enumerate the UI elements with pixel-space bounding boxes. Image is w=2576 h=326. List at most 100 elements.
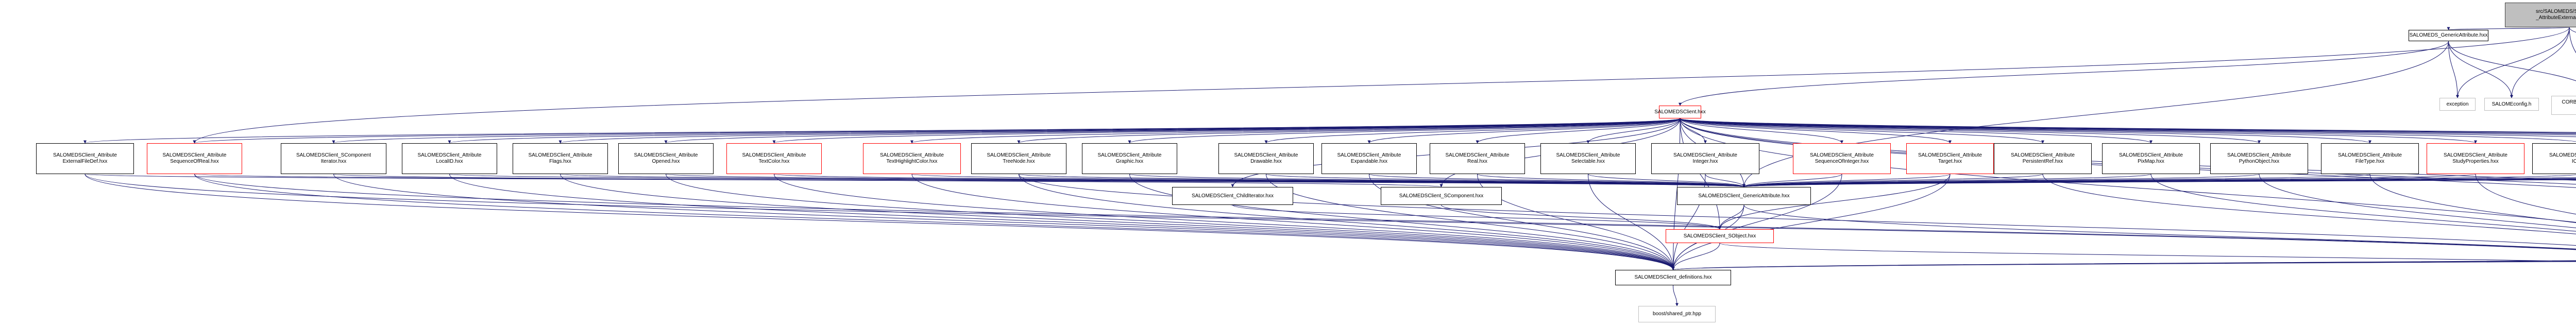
edge-client-to-a_pyobj — [1680, 118, 2261, 144]
node-scomp-iter[interactable]: SALOMEDSClient_SComponent Iterator.hxx — [281, 143, 386, 174]
node-a-treenode[interactable]: SALOMEDSClient_Attribute TreeNode.hxx — [971, 143, 1066, 174]
node-a-seqint[interactable]: SALOMEDSClient_Attribute SequenceOfInteg… — [1793, 143, 1891, 174]
edge-client-to-a_tabstr — [1680, 118, 2576, 181]
edge-a_pyobj-to-client_genattr — [1742, 174, 2260, 187]
node-label: exception — [2446, 101, 2469, 107]
node-a-ior[interactable]: SALOMEDSClient_Attribute IOR.hxx — [2532, 143, 2576, 174]
edge-client-to-a_graphic — [1128, 118, 1681, 144]
node-label: SALOMEconfig.h — [2492, 101, 2532, 107]
node-label: SALOMEDSClient_Attribute SequenceOfReal.… — [162, 152, 227, 164]
node-label: SALOMEDSClient_GenericAttribute.hxx — [1698, 193, 1790, 199]
edge-client-to-a_ior — [1680, 118, 2576, 142]
edge-client-to-a_name — [1680, 118, 2576, 138]
edge-client-to-a_comment — [1680, 118, 2576, 133]
node-a-flags[interactable]: SALOMEDSClient_Attribute Flags.hxx — [513, 143, 608, 174]
edge-a_graphic-to-client_genattr — [1129, 174, 1745, 187]
edge-a_seqreal-to-definitions — [194, 174, 1675, 270]
node-label: SALOMEDSClient_Attribute PythonObject.hx… — [2227, 152, 2291, 164]
edge-a_studyprops-to-string — [2475, 174, 2576, 215]
edge-a_selectable-to-client_genattr — [1588, 174, 1745, 187]
node-client-genattr[interactable]: SALOMEDSClient_GenericAttribute.hxx — [1677, 187, 1811, 205]
node-label: SALOMEDSClient_Attribute LocalID.hxx — [417, 152, 482, 164]
node-label: SALOMEDSClient_Attribute SequenceOfInteg… — [1810, 152, 1874, 164]
node-corba-salomeds[interactable]: CORBA_SERVER_HEADER (SALOMEDS) — [2551, 96, 2576, 115]
node-genattr[interactable]: SALOMEDS_GenericAttribute.hxx — [2409, 30, 2488, 41]
edge-client-to-a_seqint — [1680, 118, 1843, 144]
node-a-texthl[interactable]: SALOMEDSClient_Attribute TextHighlightCo… — [863, 143, 961, 174]
edge-root-to-corba_salomeds — [2569, 27, 2576, 54]
edge-scomponent-to-sobject — [1441, 204, 1721, 230]
edge-root-to-a_seqreal — [193, 27, 2570, 144]
node-a-pyobj[interactable]: SALOMEDSClient_Attribute PythonObject.hx… — [2210, 143, 2308, 174]
node-label: SALOMEDSClient_Attribute Flags.hxx — [528, 152, 592, 164]
edge-a_pixmap-to-string — [2150, 174, 2576, 232]
node-sobject[interactable]: SALOMEDSClient_SObject.hxx — [1666, 229, 1774, 243]
edge-a_texthl-to-definitions — [911, 174, 1675, 270]
node-a-textcolor[interactable]: SALOMEDSClient_Attribute TextColor.hxx — [726, 143, 822, 174]
node-label: SALOMEDSClient_Attribute TreeNode.hxx — [987, 152, 1051, 164]
edge-a_treenode-to-string — [1019, 174, 2576, 246]
edge-client-to-a_opened — [664, 118, 1681, 144]
edge-root-to-genattr — [2447, 27, 2570, 30]
node-label: SALOMEDSClient_Attribute Integer.hxx — [1673, 152, 1737, 164]
node-a-pixmap[interactable]: SALOMEDSClient_Attribute PixMap.hxx — [2102, 143, 2200, 174]
edge-sobject-to-definitions — [1671, 243, 1720, 270]
edge-client-to-a_texthl — [910, 118, 1681, 144]
node-a-opened[interactable]: SALOMEDSClient_Attribute Opened.hxx — [618, 143, 714, 174]
node-label: SALOMEDS_GenericAttribute.hxx — [2409, 32, 2488, 38]
node-label: SALOMEDSClient_Attribute Opened.hxx — [634, 152, 698, 164]
node-label: SALOMEDSClient_Attribute Drawable.hxx — [1234, 152, 1298, 164]
edge-a_filetype-to-string — [2369, 174, 2576, 223]
node-salomeconfig[interactable]: SALOMEconfig.h — [2484, 98, 2539, 111]
node-label: SALOMEDSClient.hxx — [1654, 109, 1706, 115]
node-label: SALOMEDSClient_Attribute TextHighlightCo… — [880, 152, 944, 164]
edge-a_seqreal-to-string — [194, 174, 2576, 250]
node-label: boost/shared_ptr.hpp — [1653, 311, 1701, 317]
node-a-extfile[interactable]: SALOMEDSClient_Attribute ExternalFileDef… — [36, 143, 134, 174]
edge-root-to-exception — [2456, 27, 2570, 98]
node-a-selectable[interactable]: SALOMEDSClient_Attribute Selectable.hxx — [1540, 143, 1636, 174]
edge-a_persref-to-client_genattr — [1742, 174, 2043, 187]
edge-client-to-a_target — [1680, 118, 1952, 144]
node-a-target[interactable]: SALOMEDSClient_Attribute Target.hxx — [1906, 143, 1994, 174]
edge-a_localid-to-definitions — [449, 174, 1675, 270]
node-a-graphic[interactable]: SALOMEDSClient_Attribute Graphic.hxx — [1082, 143, 1177, 174]
node-a-persref[interactable]: SALOMEDSClient_Attribute PersistentRef.h… — [1994, 143, 2092, 174]
node-label: SALOMEDSClient_Attribute StudyProperties… — [2444, 152, 2507, 164]
node-a-integer[interactable]: SALOMEDSClient_Attribute Integer.hxx — [1651, 143, 1759, 174]
edge-client-to-a_drawable — [1264, 118, 1681, 144]
edge-childiter-to-sobject — [1232, 204, 1721, 230]
node-boost[interactable]: boost/shared_ptr.hpp — [1638, 306, 1716, 322]
node-a-seqreal[interactable]: SALOMEDSClient_Attribute SequenceOfReal.… — [147, 143, 242, 174]
edge-a_tabstr-to-definitions — [1672, 261, 2576, 270]
node-label: SALOMEDSClient_Attribute Real.hxx — [1445, 152, 1510, 164]
node-label: SALOMEDSClient_Attribute PersistentRef.h… — [2011, 152, 2075, 164]
edge-a_flags-to-definitions — [560, 174, 1675, 270]
edge-genattr-to-client_genattr — [1742, 41, 2449, 187]
node-exception[interactable]: exception — [2439, 98, 2476, 111]
edge-client-to-a_extfile — [83, 118, 1681, 144]
node-childiter[interactable]: SALOMEDSClient_ChildIterator.hxx — [1172, 187, 1293, 205]
node-label: CORBA_SERVER_HEADER (SALOMEDS) — [2562, 99, 2576, 105]
edge-genattr-to-client — [1679, 41, 2449, 106]
edge-root-to-salomeconfig — [2510, 27, 2570, 98]
node-root[interactable]: src/SALOMEDS/SALOMEDS _AttributeExternal… — [2505, 3, 2576, 27]
node-label: SALOMEDSClient_SComponent Iterator.hxx — [296, 152, 371, 164]
edge-genattr-to-exception — [2448, 41, 2459, 98]
edge-a_real-to-client_genattr — [1477, 174, 1745, 187]
edge-a_textcolor-to-definitions — [774, 174, 1675, 270]
node-label: SALOMEDSClient_Attribute Graphic.hxx — [1097, 152, 1162, 164]
edge-client-to-a_localid — [448, 118, 1681, 144]
node-client[interactable]: SALOMEDSClient.hxx — [1654, 106, 1706, 118]
node-a-expandable[interactable]: SALOMEDSClient_Attribute Expandable.hxx — [1321, 143, 1417, 174]
node-label: SALOMEDSClient_Attribute IOR.hxx — [2549, 152, 2576, 164]
node-a-real[interactable]: SALOMEDSClient_Attribute Real.hxx — [1430, 143, 1525, 174]
node-definitions[interactable]: SALOMEDSClient_definitions.hxx — [1615, 270, 1731, 285]
edge-client_genattr-to-string — [1743, 204, 2576, 249]
node-a-filetype[interactable]: SALOMEDSClient_Attribute FileType.hxx — [2321, 143, 2419, 174]
node-scomponent[interactable]: SALOMEDSClient_SComponent.hxx — [1381, 187, 1502, 205]
node-a-studyprops[interactable]: SALOMEDSClient_Attribute StudyProperties… — [2427, 143, 2524, 174]
node-a-localid[interactable]: SALOMEDSClient_Attribute LocalID.hxx — [402, 143, 497, 174]
node-a-drawable[interactable]: SALOMEDSClient_Attribute Drawable.hxx — [1218, 143, 1314, 174]
edge-client-to-a_tabreal — [1680, 118, 2576, 185]
